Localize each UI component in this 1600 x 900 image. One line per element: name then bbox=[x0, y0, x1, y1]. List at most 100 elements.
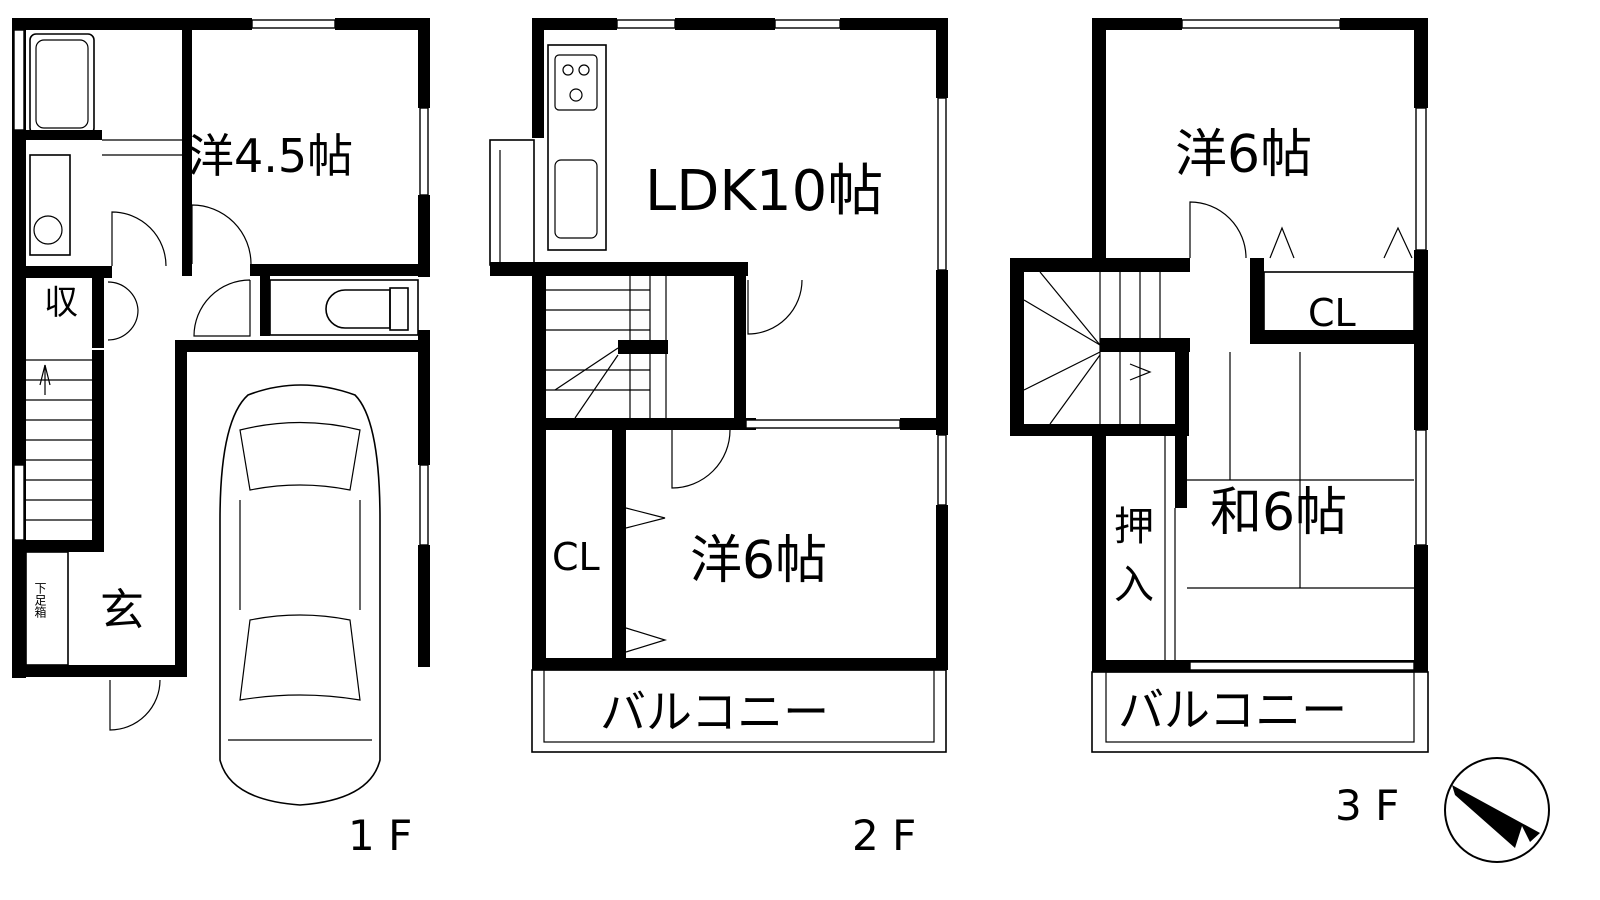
bathtub-icon bbox=[29, 33, 95, 135]
wall bbox=[1092, 18, 1182, 30]
wall bbox=[192, 18, 252, 30]
floor-label-1f: 1 F bbox=[348, 811, 412, 860]
wall bbox=[1175, 436, 1187, 508]
room-label-shoe-box: 下足箱 bbox=[33, 582, 47, 618]
wall bbox=[1250, 330, 1428, 344]
toilet-tank-icon bbox=[389, 287, 409, 331]
wall bbox=[1340, 18, 1428, 30]
stove-icon bbox=[554, 54, 598, 111]
toilet-icon bbox=[325, 289, 391, 329]
stairs-1f bbox=[26, 359, 92, 521]
floor-3 bbox=[1010, 18, 1429, 753]
shoe-box bbox=[25, 551, 69, 666]
wall bbox=[1250, 258, 1264, 340]
tatami bbox=[1187, 352, 1414, 589]
door-swing bbox=[671, 429, 731, 489]
wall bbox=[260, 276, 270, 336]
floor-2 bbox=[489, 18, 948, 753]
wall bbox=[182, 18, 192, 276]
door-swing bbox=[193, 279, 251, 337]
burner-icon bbox=[578, 64, 590, 76]
window bbox=[745, 419, 901, 429]
wall bbox=[1010, 258, 1190, 272]
wall bbox=[612, 430, 626, 660]
window bbox=[13, 464, 25, 541]
storage-door bbox=[107, 281, 139, 341]
sink-icon bbox=[33, 215, 63, 245]
room-label-storage: 収 bbox=[44, 283, 78, 323]
wall bbox=[1100, 338, 1190, 352]
room-label-oshiire-top: 押 bbox=[1114, 504, 1154, 550]
burner-icon bbox=[569, 88, 583, 102]
burner-icon bbox=[562, 64, 574, 76]
bay bbox=[489, 139, 535, 266]
door-swing bbox=[111, 211, 167, 267]
wall bbox=[1414, 545, 1428, 672]
window bbox=[251, 19, 336, 29]
room-label-western-1f: 洋4.5帖 bbox=[188, 129, 353, 183]
wall bbox=[936, 18, 948, 98]
door-swing bbox=[109, 679, 161, 731]
wall bbox=[250, 264, 430, 276]
window bbox=[13, 29, 25, 131]
wall bbox=[12, 130, 102, 140]
wall bbox=[546, 418, 756, 430]
closet-door bbox=[1269, 226, 1295, 259]
closet-door bbox=[625, 627, 668, 653]
wall bbox=[1414, 18, 1428, 108]
window bbox=[937, 97, 947, 271]
window bbox=[419, 107, 429, 196]
toilet-room bbox=[269, 279, 419, 336]
room-label-entrance: 玄 bbox=[100, 585, 144, 636]
car-icon bbox=[219, 384, 381, 806]
wall bbox=[618, 340, 668, 354]
wall bbox=[532, 262, 546, 670]
window bbox=[616, 19, 676, 29]
room-label-ldk: LDK10帖 bbox=[645, 159, 883, 224]
wall bbox=[532, 18, 617, 30]
washbasin-icon bbox=[29, 154, 71, 256]
room-label-western-3f: 洋6帖 bbox=[1175, 125, 1312, 185]
closet-3f bbox=[1263, 271, 1415, 333]
wall bbox=[936, 505, 948, 670]
wall bbox=[335, 18, 430, 30]
wall bbox=[12, 540, 104, 552]
window bbox=[937, 434, 947, 506]
wall bbox=[1010, 258, 1024, 436]
room-label-balcony-2f: バルコニー bbox=[600, 685, 829, 739]
wall bbox=[936, 270, 948, 435]
bathtub-inner bbox=[35, 39, 89, 129]
wall bbox=[175, 340, 187, 677]
wall bbox=[418, 330, 430, 465]
window bbox=[1415, 429, 1427, 546]
room-label-oshiire-bottom: 入 bbox=[1114, 562, 1154, 608]
north-arrow-icon bbox=[1444, 757, 1550, 863]
door-swing bbox=[191, 204, 252, 265]
wall bbox=[532, 18, 544, 138]
window bbox=[1181, 19, 1341, 29]
room-label-western-2f: 洋6帖 bbox=[690, 531, 827, 591]
room-label-closet-2f: CL bbox=[552, 535, 600, 579]
wall bbox=[12, 18, 182, 30]
stairs-2f bbox=[546, 276, 667, 419]
wall bbox=[92, 278, 104, 348]
wall bbox=[1092, 424, 1106, 672]
wall bbox=[490, 262, 748, 276]
balcony-inner bbox=[543, 669, 935, 743]
shoe-box-label-group: 下足箱 bbox=[33, 582, 47, 618]
closet-door bbox=[625, 507, 666, 529]
floor-1 bbox=[12, 18, 430, 806]
room-label-closet-3f: CL bbox=[1308, 291, 1356, 335]
window bbox=[419, 464, 429, 546]
wall bbox=[12, 266, 112, 278]
wall bbox=[418, 545, 430, 667]
wall bbox=[900, 418, 948, 430]
door-swing bbox=[1189, 201, 1247, 259]
closet-door bbox=[1383, 226, 1413, 259]
wall bbox=[12, 665, 187, 677]
floor-label-2f: 2 F bbox=[852, 811, 916, 860]
stairs-3f bbox=[1023, 271, 1161, 425]
window bbox=[774, 19, 841, 29]
door-swing bbox=[747, 279, 803, 335]
